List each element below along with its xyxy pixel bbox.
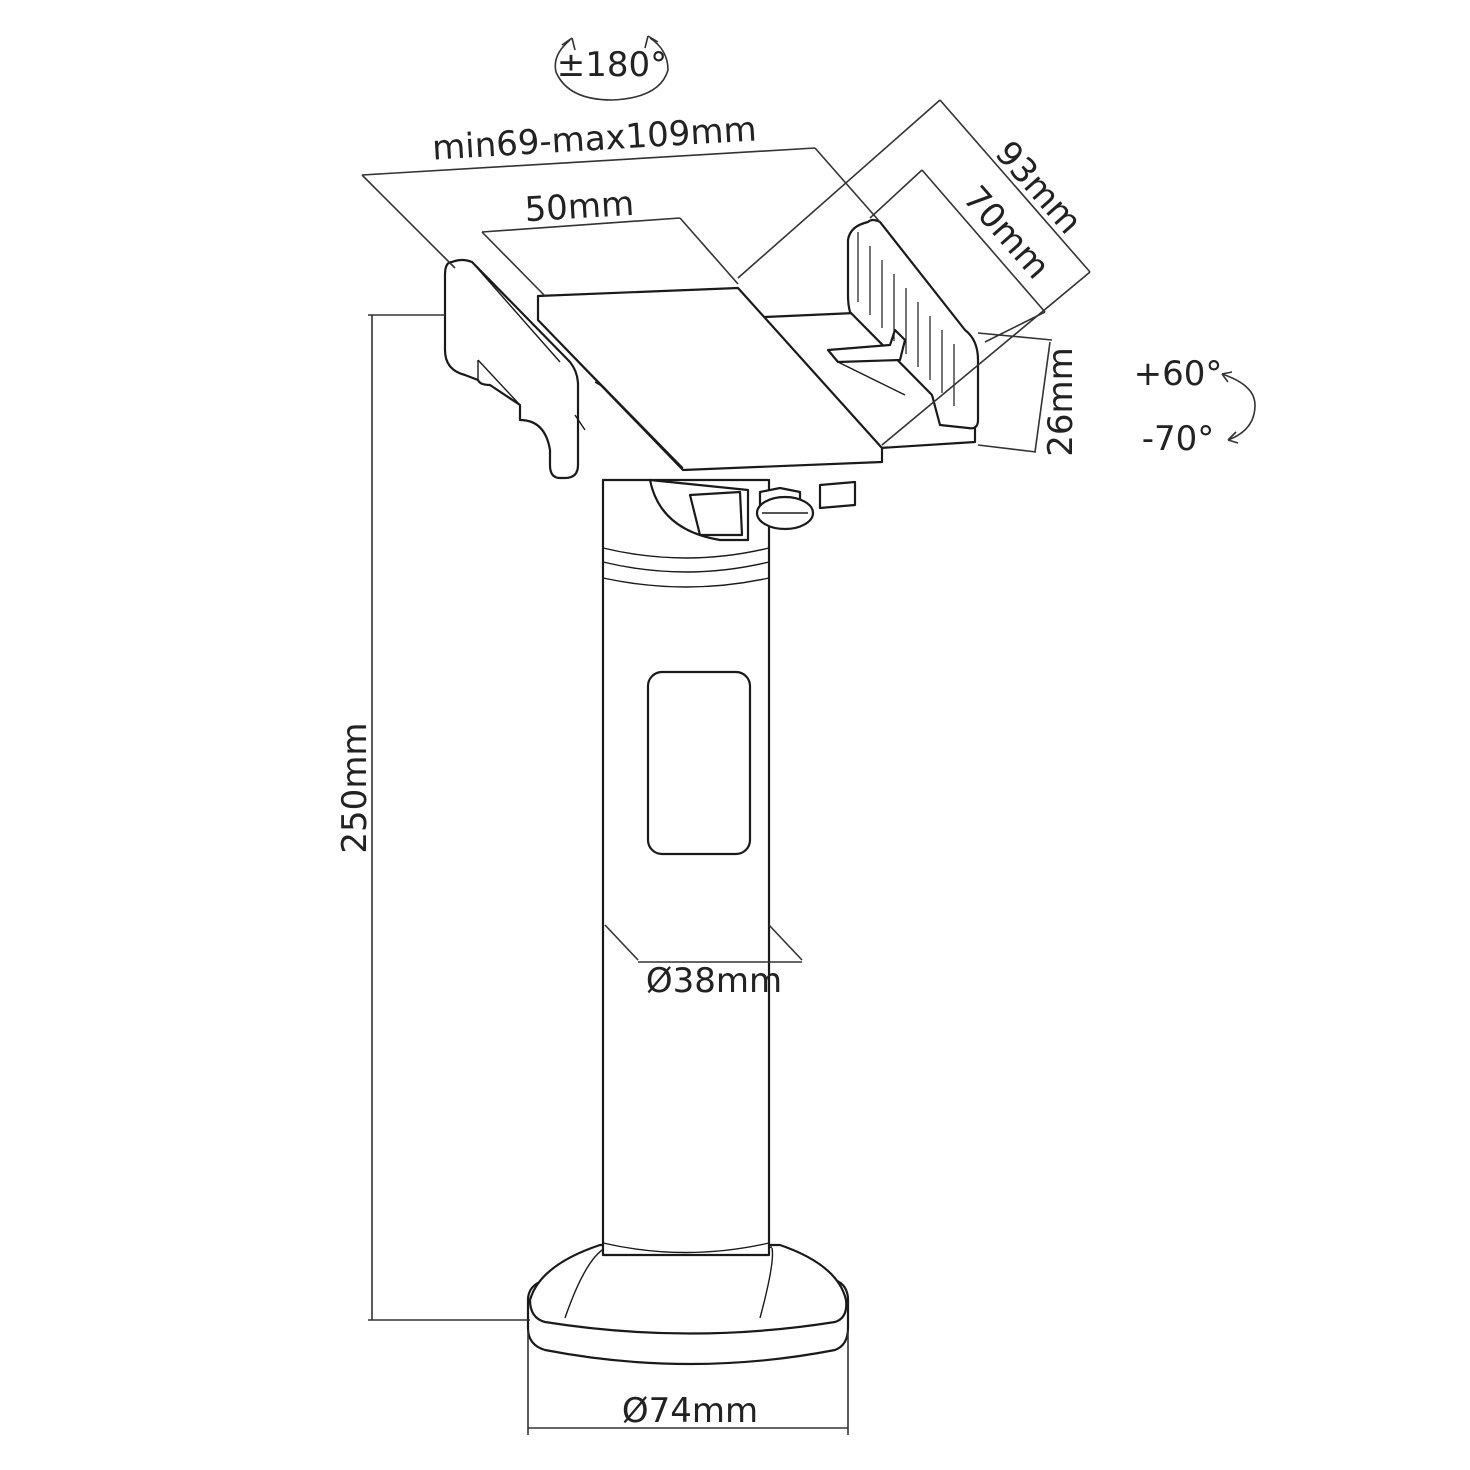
- rotation-dimension: ±180°: [554, 35, 669, 101]
- rotation-label: ±180°: [557, 45, 667, 85]
- tilt-dimension: +60° -70°: [1134, 354, 1256, 459]
- pole-diameter-label: Ø38mm: [646, 961, 782, 1001]
- base: [526, 1243, 850, 1366]
- tilt-up-label: +60°: [1134, 354, 1223, 394]
- height-dimension: 250mm: [335, 314, 530, 1321]
- plate-width-dimension: 50mm: [481, 184, 739, 297]
- grip-height-dimension: 26mm: [977, 332, 1081, 457]
- clamp-range-label: min69-max109mm: [431, 109, 758, 168]
- tilt-down-label: -70°: [1142, 419, 1215, 459]
- pole: [601, 478, 771, 1257]
- base-diameter-dimension: Ø74mm: [527, 1330, 849, 1435]
- plate-width-label: 50mm: [524, 184, 636, 230]
- height-label: 250mm: [335, 722, 375, 853]
- grip-ridges: [857, 232, 955, 406]
- pole-diameter-dimension: Ø38mm: [604, 924, 803, 1001]
- base-diameter-label: Ø74mm: [622, 1391, 758, 1431]
- tilt-joint: [648, 478, 857, 542]
- grip-height-label: 26mm: [1041, 347, 1081, 457]
- tablet-holder: [443, 218, 980, 480]
- cable-cover-panel: [646, 670, 752, 856]
